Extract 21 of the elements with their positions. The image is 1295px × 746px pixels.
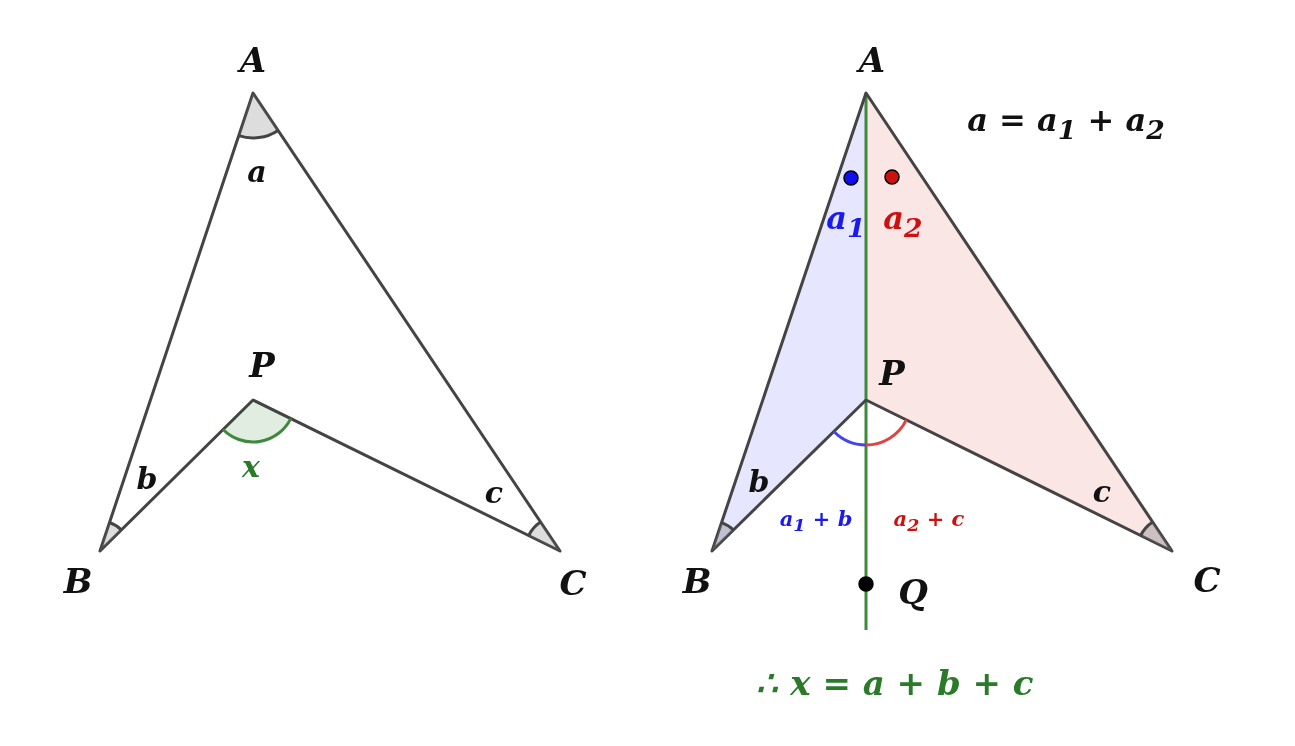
angle-label: a$_{1}$ (826, 202, 866, 242)
angle-label: c (484, 478, 504, 508)
vertex-label: P (249, 348, 275, 382)
angle-sum-label: a$_{1}$ + b (779, 507, 853, 535)
point-label: Q (898, 575, 928, 609)
vertex-label: B (63, 564, 93, 598)
angle-label: x (242, 452, 260, 482)
vertex-label: P (879, 356, 905, 390)
angle-equation: a = a$_{1}$ + a$_{2}$ (967, 104, 1165, 144)
vertex-label: C (559, 566, 587, 600)
conclusion-equation: ∴ x = a + b + c (756, 666, 1034, 700)
vertex-label: A (239, 43, 267, 77)
angle-sum-label: a$_{2}$ + c (893, 507, 965, 535)
vertex-label: B (682, 564, 712, 598)
angle-label: c (1092, 477, 1112, 507)
vertex-label: C (1193, 563, 1221, 597)
angle-label: b (136, 464, 158, 494)
angle-label: a$_{2}$ (883, 202, 923, 242)
angle-label: a (247, 157, 267, 187)
angle-label: b (748, 467, 770, 497)
vertex-label: A (858, 43, 886, 77)
